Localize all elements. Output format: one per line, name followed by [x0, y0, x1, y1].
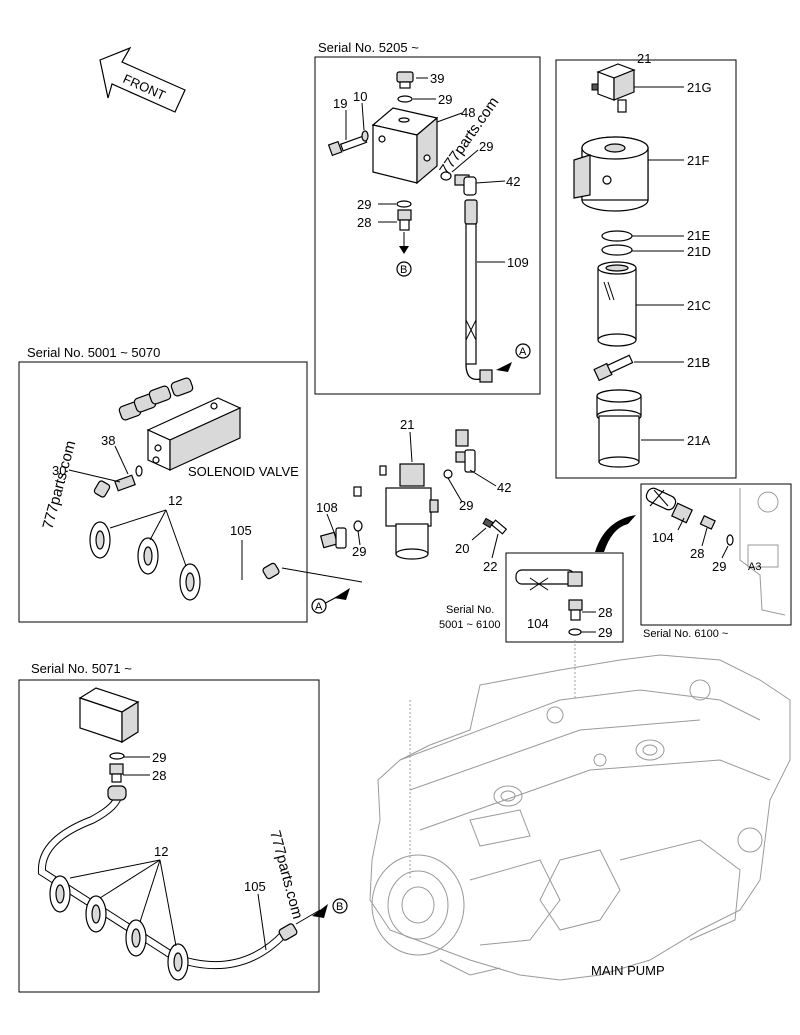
- plug-39: [396, 71, 414, 89]
- callout-28c: 28: [690, 546, 704, 561]
- callout-48: 48: [461, 105, 475, 120]
- callout-22: 22: [483, 559, 497, 574]
- o-ring-21e: [601, 230, 633, 242]
- watermark-2: 777parts.com: [39, 439, 79, 531]
- panel-title-5071: Serial No. 5071 ~: [31, 661, 132, 676]
- front-arrow: FRONT: [99, 46, 186, 113]
- connector-a-top: [515, 343, 531, 359]
- callout-29f: 29: [598, 625, 612, 640]
- connector-b-bottom: [332, 898, 348, 914]
- block-48: [371, 107, 439, 185]
- callout-29b: 29: [479, 139, 493, 154]
- solenoid-valve-label: SOLENOID VALVE: [188, 464, 299, 479]
- main-pump-label: MAIN PUMP: [591, 963, 665, 978]
- panel-title-6100: Serial No. 6100 ~: [643, 628, 728, 640]
- callout-21-center: 21: [400, 417, 414, 432]
- watermark-3: 777parts.com: [266, 829, 306, 921]
- part-21f: [573, 136, 649, 212]
- hose-109: [464, 199, 493, 383]
- o-ring-21d: [601, 244, 633, 256]
- callout-28a: 28: [357, 215, 371, 230]
- callout-28d: 28: [152, 768, 166, 783]
- connector-b-bottom-label: B: [336, 901, 343, 913]
- fitting-38: [114, 465, 143, 492]
- curved-arrow: [595, 515, 636, 552]
- connector-a-top-label: A: [519, 346, 527, 358]
- filter-21c: [597, 261, 637, 347]
- o-ring-29-bottom: [396, 200, 412, 208]
- callout-109: 109: [507, 255, 529, 270]
- panel-serial-5205: Serial No. 5205 ~: [314, 40, 541, 395]
- callout-12b: 12: [154, 844, 168, 859]
- fitting-28-top: [397, 209, 412, 231]
- o-ring-29-top: [397, 95, 413, 103]
- hose-105-upper: [79, 480, 280, 601]
- connector-b-top-label: B: [400, 264, 407, 276]
- panel-serial-5001-5070: Serial No. 5001 ~ 5070 SOLENOID VALVE 38…: [18, 345, 308, 623]
- callout-20: 20: [455, 541, 469, 556]
- sensor-21b: [593, 354, 634, 382]
- callout-12a: 12: [168, 493, 182, 508]
- callout-42b: 42: [497, 480, 511, 495]
- panel-part-21: 21 21G 21F 21E: [555, 51, 737, 479]
- solenoid-valve: [118, 377, 242, 471]
- callout-21e: 21E: [687, 228, 710, 243]
- callout-21f: 21F: [687, 153, 709, 168]
- callout-21d: 21D: [687, 244, 711, 259]
- callout-21b: 21B: [687, 355, 710, 370]
- callout-29a: 29: [438, 92, 452, 107]
- callout-29h: 29: [152, 750, 166, 765]
- callout-42a: 42: [506, 174, 520, 189]
- callout-29g: 29: [712, 559, 726, 574]
- callout-105a: 105: [230, 523, 252, 538]
- callout-105b: 105: [244, 879, 266, 894]
- callout-29e: 29: [459, 498, 473, 513]
- elbow-42: [454, 174, 477, 196]
- connector-a-left: [311, 598, 327, 614]
- callout-29d: 29: [352, 544, 366, 559]
- panel-title-5205: Serial No. 5205 ~: [318, 40, 419, 55]
- callout-30: 30: [52, 463, 66, 478]
- callout-108: 108: [316, 500, 338, 515]
- callout-28b: 28: [598, 605, 612, 620]
- connector-a-left-label: A: [315, 601, 323, 613]
- main-pump: [369, 640, 791, 981]
- bowl-21a: [596, 389, 642, 468]
- callout-21g: 21G: [687, 80, 712, 95]
- washer-10: [361, 130, 369, 142]
- callout-10: 10: [353, 89, 367, 104]
- bolt-19: [327, 134, 368, 157]
- callout-21-top: 21: [637, 51, 651, 66]
- label-a3: A3: [748, 561, 761, 573]
- panel-serial-6100: Serial No. 6100 ~ 104 28 29 A3: [640, 483, 792, 640]
- panel-serial-5001-6100: 28 29 104 Serial No. 5001 ~ 6100: [439, 552, 624, 643]
- panel-title-5001-5070: Serial No. 5001 ~ 5070: [27, 345, 160, 360]
- callout-104a: 104: [527, 616, 549, 631]
- hose-105-lower: [37, 785, 298, 981]
- panel-serial-5071: Serial No. 5071 ~ 29 28 12: [18, 661, 320, 993]
- callout-21c: 21C: [687, 298, 711, 313]
- callout-38: 38: [101, 433, 115, 448]
- panel-title-5001-6100-a: Serial No.: [446, 604, 494, 616]
- callout-21a: 21A: [687, 433, 710, 448]
- callout-19: 19: [333, 96, 347, 111]
- callout-39: 39: [430, 71, 444, 86]
- panel-title-5001-6100-b: 5001 ~ 6100: [439, 619, 500, 631]
- connector-b-top: [396, 261, 412, 277]
- callout-104b: 104: [652, 530, 674, 545]
- callout-29c: 29: [357, 197, 371, 212]
- o-ring-29-side: [440, 171, 452, 181]
- part-21g: [591, 63, 636, 113]
- filter-assembly-center: 108 29 21 42 29 20 22: [316, 395, 553, 601]
